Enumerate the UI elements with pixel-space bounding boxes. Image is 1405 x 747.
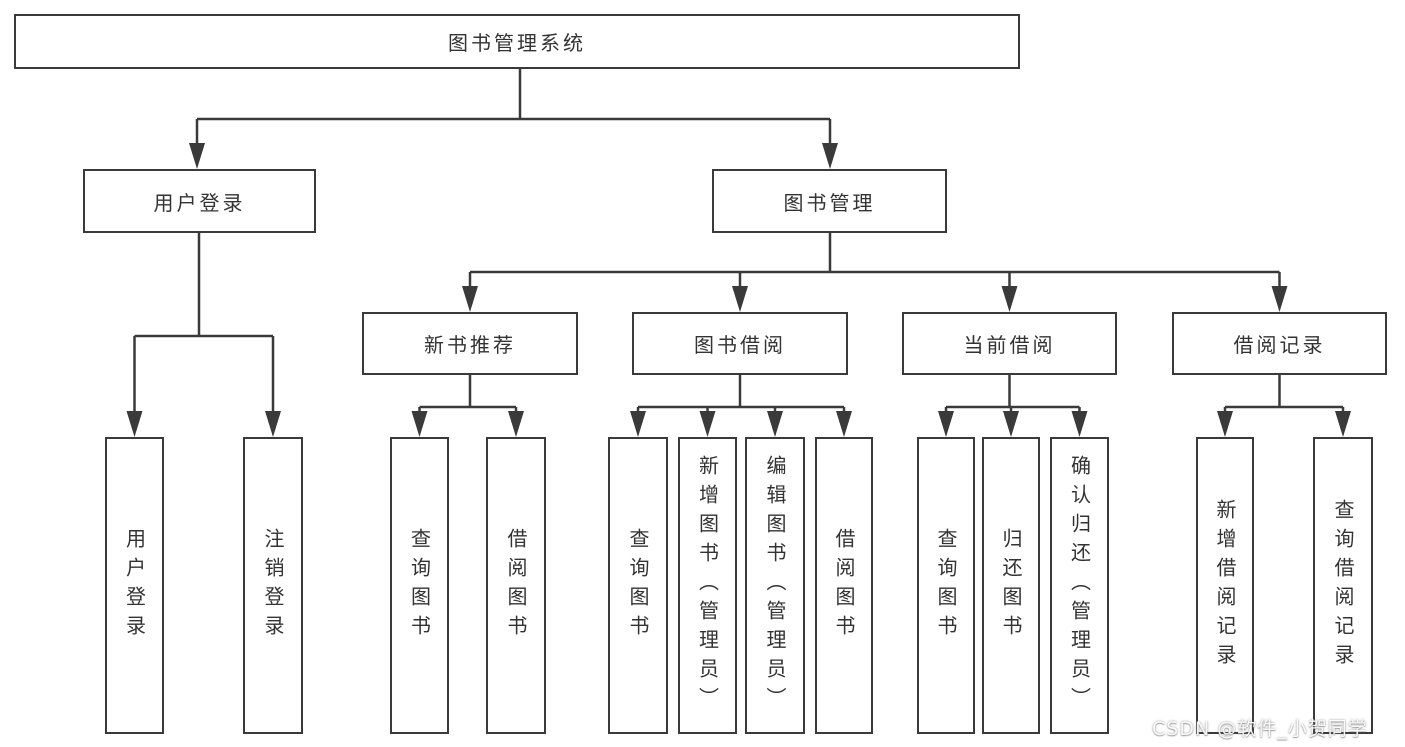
node-label: 借阅图书 [504, 527, 528, 644]
connector-paths [133, 69, 1345, 414]
arrowhead-icon [767, 411, 783, 437]
node-borrowing-records: 借阅记录 [1172, 312, 1387, 375]
node-label: 图书管理 [783, 190, 876, 215]
node-leaf-query-books-3: 查询图书 [917, 437, 975, 734]
arrowhead-icon [1271, 286, 1288, 312]
node-label: 用户登录 [122, 527, 147, 644]
node-book-borrowing: 图书借阅 [632, 312, 848, 375]
connector-book-borrow-to-leaves [636, 375, 846, 414]
node-label: 注销登录 [261, 527, 285, 644]
node-library-system: 图书管理系统 [14, 14, 1020, 69]
arrowhead-icon [508, 411, 524, 437]
arrowhead-icon [189, 143, 205, 169]
node-leaf-add-book-admin: 新增图书（管理员） [678, 437, 737, 734]
node-leaf-logout: 注销登录 [243, 437, 303, 734]
arrowhead-icon [1335, 411, 1351, 437]
arrowhead-icon [1003, 411, 1019, 437]
arrowhead-icon [265, 411, 281, 437]
node-leaf-query-books-1: 查询图书 [390, 437, 449, 734]
node-leaf-confirm-return-admin: 确认归还（管理员） [1050, 437, 1109, 734]
arrowhead-icon [836, 411, 852, 437]
node-label: 用户登录 [153, 190, 246, 215]
node-leaf-return-books: 归还图书 [982, 437, 1040, 734]
connector-borrow-records-to-leaves [1223, 375, 1345, 414]
connector-book-mgmt-to-level3 [468, 233, 1281, 289]
arrowhead-icon [938, 411, 954, 437]
node-label: 新增借阅记录 [1213, 498, 1237, 673]
node-leaf-user-login: 用户登录 [105, 437, 164, 734]
connector-root-to-level2 [195, 69, 832, 146]
node-leaf-add-borrow-record: 新增借阅记录 [1196, 437, 1254, 734]
node-label: 查询图书 [934, 527, 958, 644]
node-label: 新书推荐 [424, 333, 516, 357]
node-new-book-recommend: 新书推荐 [362, 312, 578, 375]
arrowhead-icon [699, 411, 716, 437]
arrowhead-icon [462, 286, 478, 312]
node-label: 图书借阅 [694, 333, 786, 357]
node-label: 当前借阅 [963, 333, 1056, 357]
arrowhead-icon [126, 411, 143, 437]
node-leaf-borrow-books-1: 借阅图书 [486, 437, 546, 734]
node-label: 借阅记录 [1233, 333, 1326, 357]
arrowhead-icon [732, 286, 748, 312]
arrowhead-icon [630, 411, 646, 437]
node-book-management: 图书管理 [712, 169, 947, 233]
node-leaf-edit-book-admin: 编辑图书（管理员） [745, 437, 805, 734]
node-label: 确认归还（管理员） [1067, 455, 1092, 716]
node-label: 借阅图书 [832, 527, 856, 644]
connector-user-login-to-leaves [133, 233, 275, 414]
node-label: 查询图书 [407, 527, 432, 644]
node-label: 编辑图书（管理员） [763, 455, 787, 716]
node-current-borrowing: 当前借阅 [902, 312, 1117, 375]
node-user-login: 用户登录 [83, 169, 316, 233]
arrowheads [126, 143, 1351, 437]
node-label: 新增图书（管理员） [695, 455, 720, 716]
arrowhead-icon [1001, 286, 1018, 312]
csdn-watermark: CSDN @软件_小贺同学 [1152, 718, 1368, 740]
node-leaf-borrow-books-2: 借阅图书 [815, 437, 873, 734]
node-label: 查询图书 [626, 527, 650, 644]
arrowhead-icon [1217, 411, 1233, 437]
arrowhead-icon [411, 411, 428, 437]
node-label: 归还图书 [999, 527, 1023, 644]
arrowhead-icon [822, 143, 838, 169]
connector-current-borrow-to-leaves [944, 375, 1081, 414]
node-label: 查询借阅记录 [1331, 498, 1355, 673]
connector-new-book-to-leaves [418, 375, 518, 414]
node-leaf-query-borrow-record: 查询借阅记录 [1313, 437, 1373, 734]
node-label: 图书管理系统 [448, 31, 586, 55]
node-leaf-query-books-2: 查询图书 [608, 437, 668, 734]
arrowhead-icon [1071, 411, 1088, 437]
